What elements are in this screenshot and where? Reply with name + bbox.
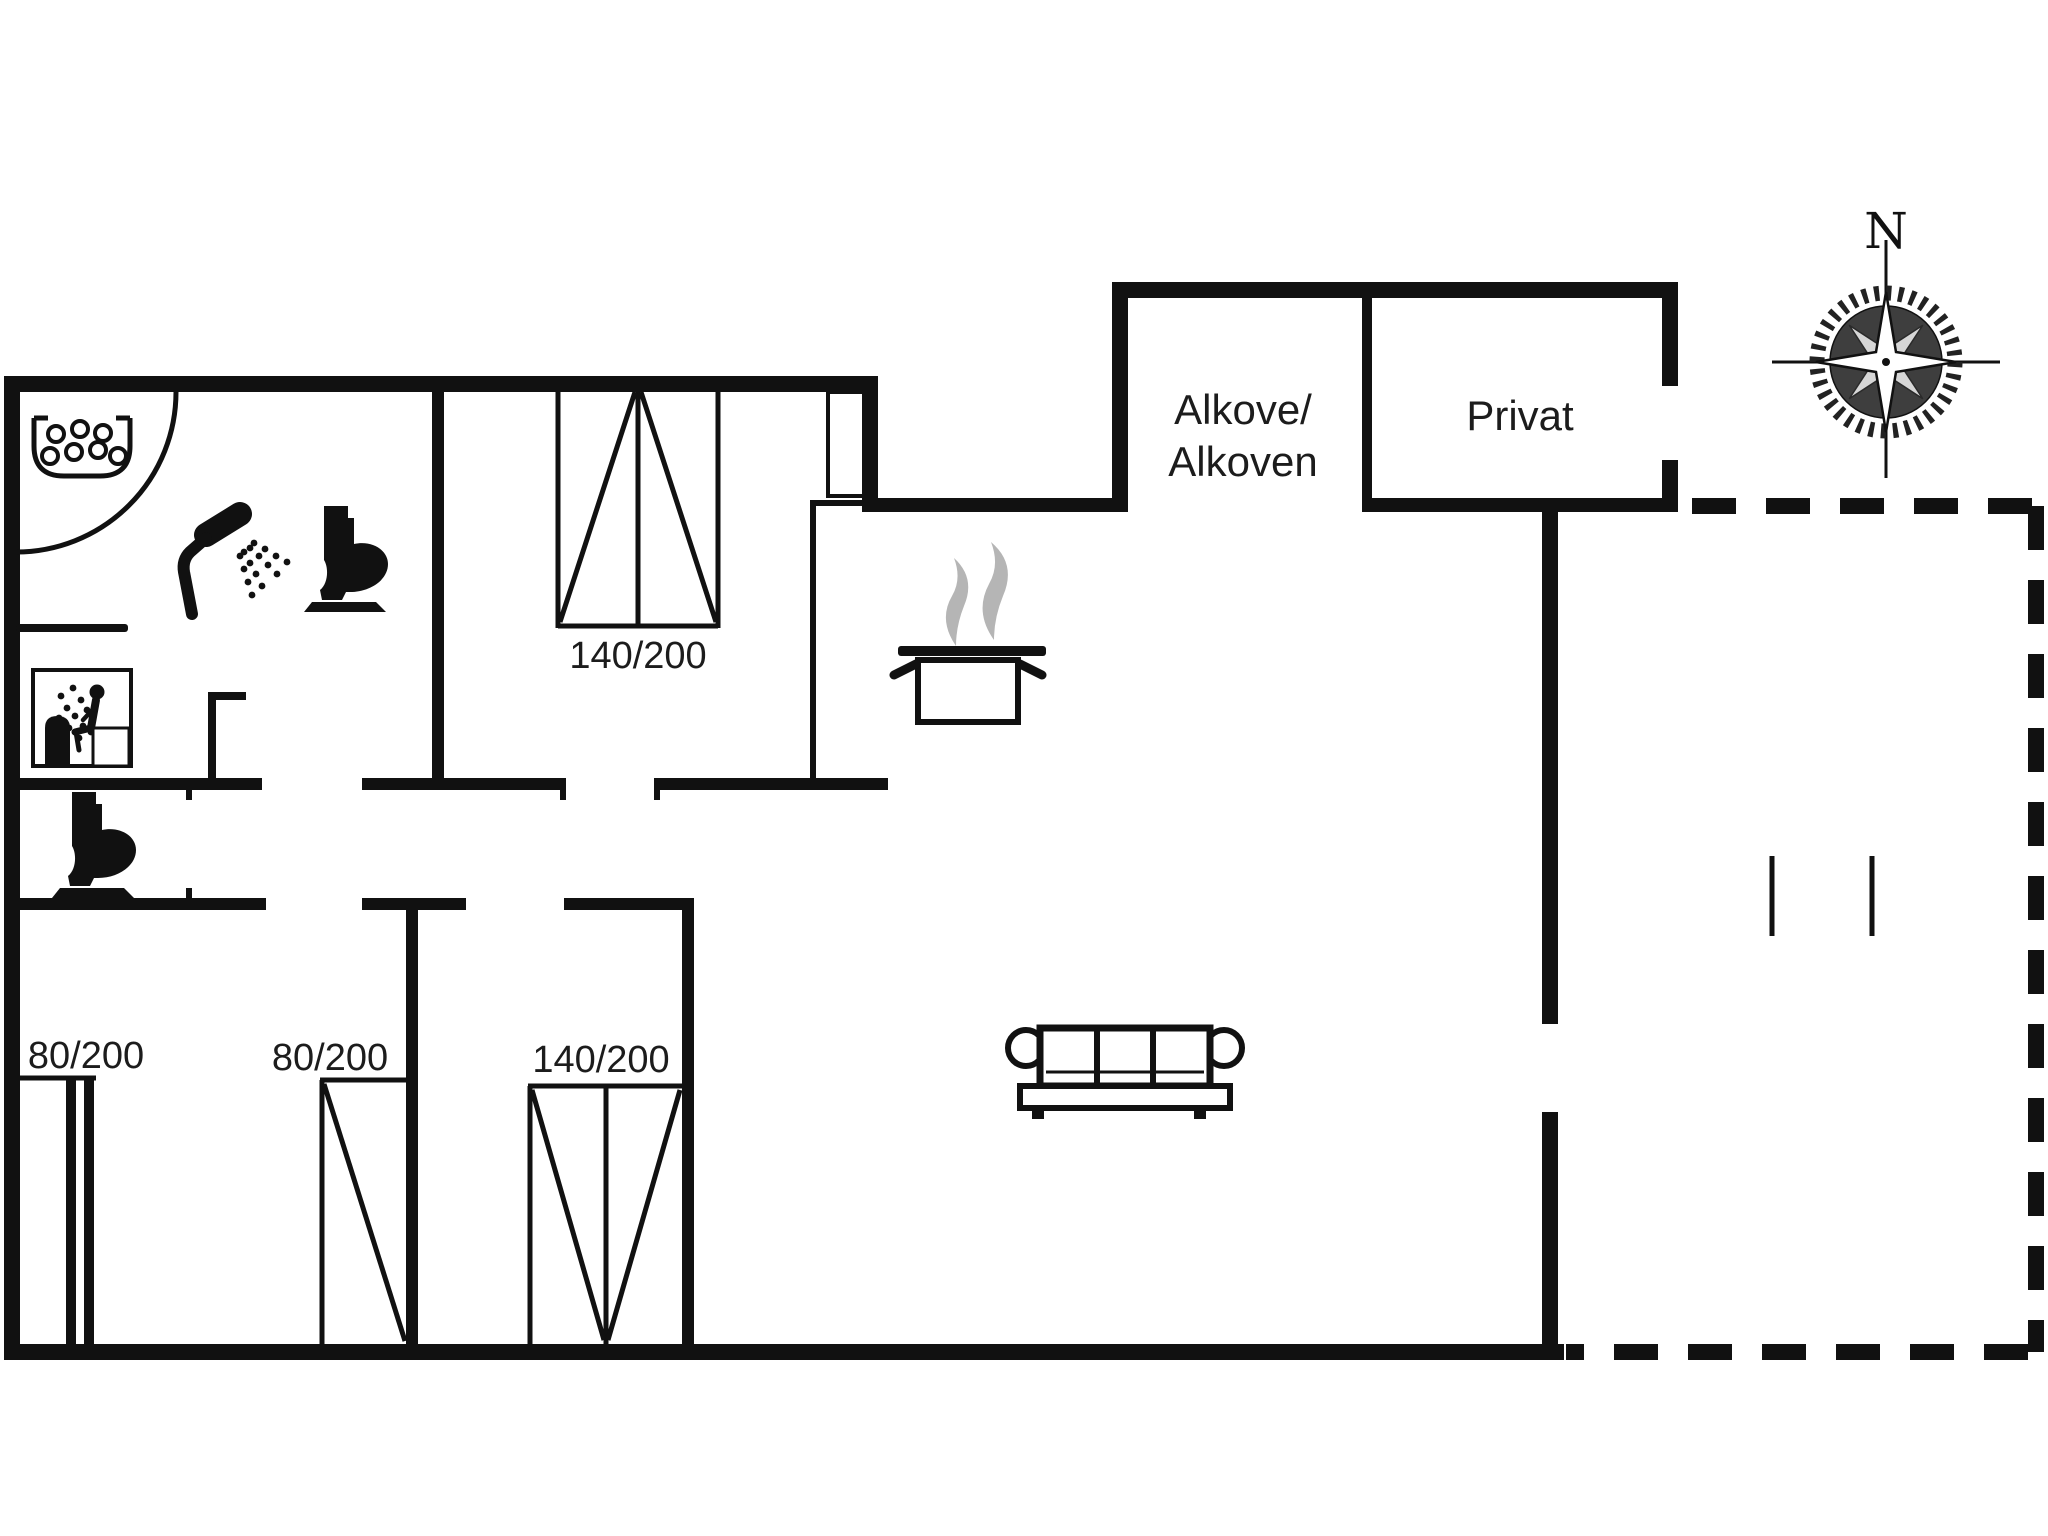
wall-sauna-stub bbox=[208, 692, 246, 700]
wall-sauna-east bbox=[208, 692, 216, 788]
shower-spray-dots bbox=[236, 539, 291, 599]
wall-south bbox=[4, 1344, 1564, 1360]
wall-bedroom-divider-east bbox=[682, 910, 694, 1344]
bed-size-label-double-bottom: 140/200 bbox=[532, 1039, 669, 1081]
toilet-icon-wc bbox=[52, 792, 136, 898]
sofa-icon bbox=[1005, 1024, 1245, 1119]
bed-symbol-top-140 bbox=[555, 388, 721, 629]
wall-sauna-north bbox=[16, 624, 128, 632]
interior-walls bbox=[16, 384, 888, 1344]
wall-bathroom-east bbox=[432, 384, 444, 788]
wall-corridor-north-3 bbox=[654, 778, 888, 790]
wall-kitchen-north bbox=[862, 498, 1128, 512]
wall-corridor-north-2 bbox=[362, 778, 566, 790]
wall-alcove-privat-north bbox=[1112, 282, 1678, 298]
wall-corridor-south-2 bbox=[362, 898, 466, 910]
closet-symbol bbox=[826, 390, 868, 498]
room-label-privat: Privat bbox=[1466, 392, 1574, 439]
wall-corridor-south-3 bbox=[564, 898, 694, 910]
wall-east-lower bbox=[1542, 1112, 1558, 1360]
wall-corridor-north-1 bbox=[16, 778, 262, 790]
cooking-pot-icon bbox=[889, 542, 1047, 725]
room-label-alcove-line2: Alkoven bbox=[1168, 438, 1317, 485]
door-arc-icon bbox=[15, 391, 179, 555]
steam-wisp bbox=[982, 542, 1008, 640]
bed-size-label-top: 140/200 bbox=[569, 635, 706, 677]
wall-bedroom-divider-west bbox=[406, 910, 418, 1344]
wall-kitchen-partition-top bbox=[810, 500, 868, 506]
door-jamb-tick bbox=[560, 790, 566, 800]
terrace-dashed-outline bbox=[1566, 498, 2044, 1360]
compass-rose-icon bbox=[1772, 240, 2000, 478]
sauna-stove bbox=[45, 716, 70, 764]
bed-symbol-bunk-left-80 bbox=[16, 1075, 96, 1344]
terrace-door-marks bbox=[1769, 856, 1875, 936]
toilet-icon-bathroom bbox=[304, 506, 388, 612]
steam-wisp bbox=[945, 558, 969, 646]
sauna-person bbox=[71, 684, 105, 753]
bed-symbol-double-140 bbox=[527, 1083, 683, 1344]
compass-north-label: N bbox=[1864, 202, 1908, 260]
sauna-bench bbox=[91, 726, 131, 768]
shower-icon bbox=[177, 502, 291, 620]
exterior-walls bbox=[4, 282, 1678, 1360]
door-jamb-tick bbox=[654, 790, 660, 800]
wall-kitchen-partition bbox=[810, 500, 816, 788]
sauna-icon bbox=[31, 668, 133, 768]
wall-east-upper bbox=[1542, 498, 1558, 1024]
wall-alcove-west bbox=[1112, 282, 1128, 512]
bed-symbol-single-80 bbox=[319, 1077, 408, 1344]
wall-privat-east-upper bbox=[1662, 282, 1678, 386]
bed-size-label-single-middle: 80/200 bbox=[272, 1037, 388, 1079]
washing-machine-icon bbox=[31, 415, 133, 479]
room-label-alcove-line1: Alkove/ bbox=[1174, 386, 1312, 433]
wall-corridor-south-1 bbox=[16, 898, 266, 910]
wall-alcove-privat-divider bbox=[1362, 282, 1372, 512]
wall-privat-south bbox=[1362, 498, 1678, 512]
wall-west bbox=[4, 376, 20, 1360]
door-jamb-tick bbox=[186, 790, 192, 800]
bed-size-label-bunk-left: 80/200 bbox=[28, 1035, 144, 1077]
door-jamb-tick bbox=[186, 888, 192, 898]
